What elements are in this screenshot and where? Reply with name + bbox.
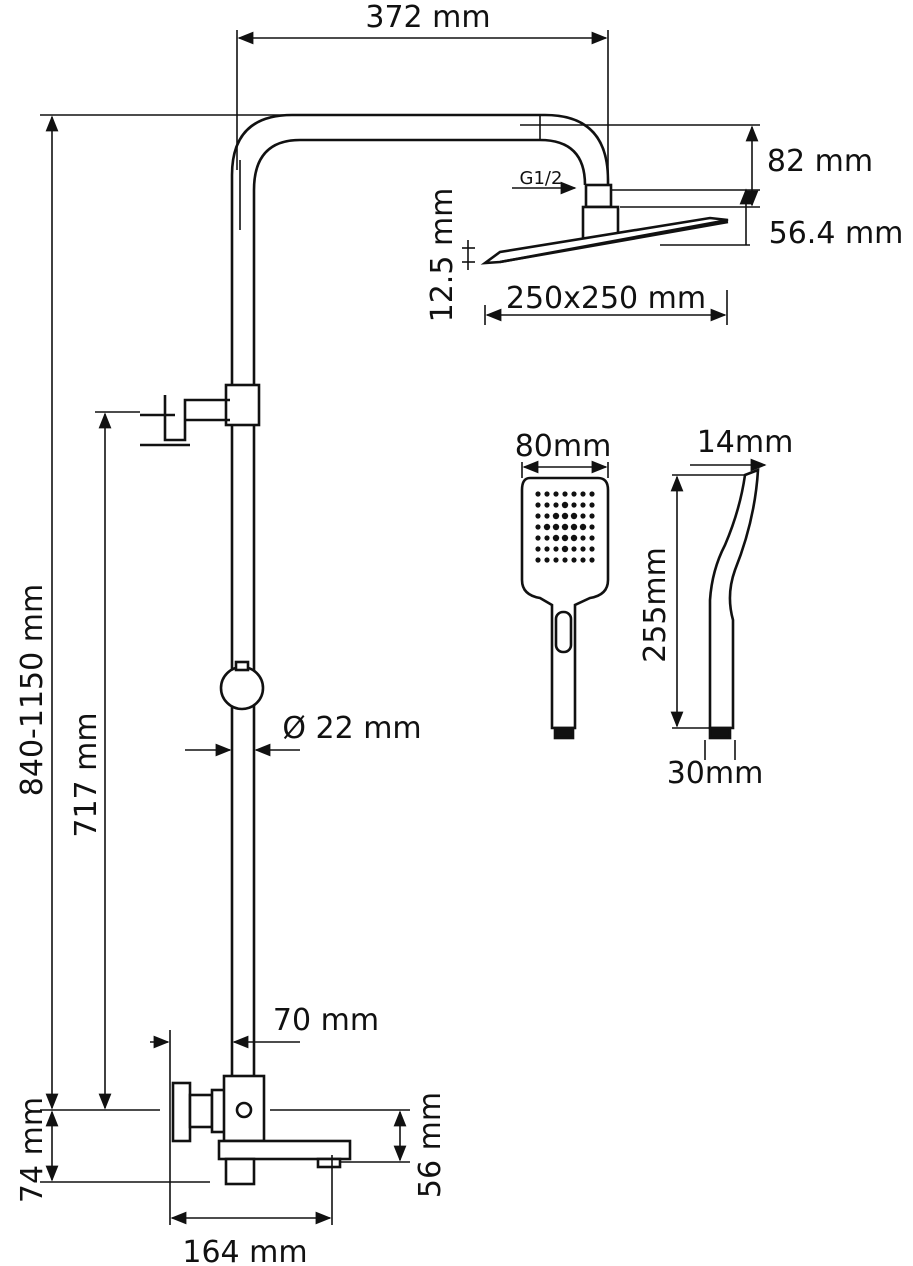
nozzle-dot	[580, 535, 586, 541]
nozzle-dot	[561, 545, 569, 553]
rain-shower-head	[480, 183, 729, 265]
nozzle-dot	[571, 546, 577, 552]
nozzle-dot	[553, 557, 559, 563]
hand-shower-front	[520, 476, 610, 740]
nozzle-dot	[535, 513, 541, 519]
nozzle-dot	[589, 513, 595, 519]
nozzle-dot	[535, 535, 541, 541]
nozzle-dot	[580, 502, 586, 508]
nozzle-dot	[561, 501, 569, 509]
head-thickness-label: 12.5 mm	[425, 188, 460, 323]
nozzle-dot	[580, 513, 586, 519]
nozzle-dot	[589, 557, 595, 563]
mixer-offset-label: 74 mm	[15, 1097, 50, 1203]
spout-drop-label: 56 mm	[413, 1092, 448, 1198]
nozzle-dot	[553, 546, 559, 552]
nozzle-dot	[544, 513, 550, 519]
nozzle-dot	[553, 502, 559, 508]
nozzle-dot	[553, 491, 559, 497]
nozzle-dot	[535, 546, 541, 552]
head-drop-label: 82 mm	[767, 144, 873, 179]
nozzle-dot	[589, 546, 595, 552]
nozzle-dot	[579, 523, 587, 531]
shower-riser	[95, 113, 610, 1075]
pipe-diameter-label: Ø 22 mm	[282, 711, 421, 746]
nozzle-dot	[571, 491, 577, 497]
nozzle-dot	[570, 523, 578, 531]
nozzle-dot	[552, 534, 560, 542]
arm-width-label: 372 mm	[365, 0, 490, 35]
nozzle-dot	[570, 512, 578, 520]
mixer-depth-label: 70 mm	[273, 1003, 379, 1038]
nozzle-dot	[589, 502, 595, 508]
nozzle-dot	[570, 534, 578, 542]
nozzle-dot	[561, 534, 569, 542]
dimension-lines	[40, 30, 767, 1225]
nozzle-dot	[571, 557, 577, 563]
nozzle-dot	[562, 491, 568, 497]
thread-label: G1/2	[520, 168, 563, 189]
bracket-height-label: 717 mm	[69, 712, 104, 837]
nozzle-dot	[535, 557, 541, 563]
nozzle-dot	[580, 546, 586, 552]
nozzle-dot	[552, 523, 560, 531]
head-height-label: 56.4 mm	[769, 216, 904, 251]
nozzle-dot	[552, 512, 560, 520]
hand-thickness-label: 14mm	[697, 425, 794, 460]
nozzle-dot	[535, 502, 541, 508]
hand-shower-side	[708, 468, 760, 740]
hand-length-label: 255mm	[638, 547, 673, 663]
nozzle-dot	[589, 491, 595, 497]
nozzle-dot	[580, 491, 586, 497]
nozzle-dot	[535, 524, 541, 530]
nozzle-dot	[535, 491, 541, 497]
spout-length-label: 164 mm	[182, 1235, 307, 1266]
nozzle-dot	[589, 535, 595, 541]
nozzle-dot	[544, 557, 550, 563]
nozzle-dot	[589, 524, 595, 530]
nozzle-dot	[580, 557, 586, 563]
nozzle-dot	[544, 502, 550, 508]
nozzle-dot	[543, 523, 551, 531]
nozzle-dot	[561, 512, 569, 520]
nozzle-dot	[562, 557, 568, 563]
total-height-label: 840-1150 mm	[15, 584, 50, 796]
thermostatic-mixer	[171, 1074, 352, 1186]
hand-base-label: 30mm	[667, 756, 764, 791]
nozzle-dot	[544, 546, 550, 552]
nozzle-dot	[561, 523, 569, 531]
nozzle-dot	[544, 491, 550, 497]
head-size-label: 250x250 mm	[506, 281, 706, 316]
nozzle-dot	[571, 502, 577, 508]
nozzle-dot	[544, 535, 550, 541]
hand-width-label: 80mm	[515, 429, 612, 464]
